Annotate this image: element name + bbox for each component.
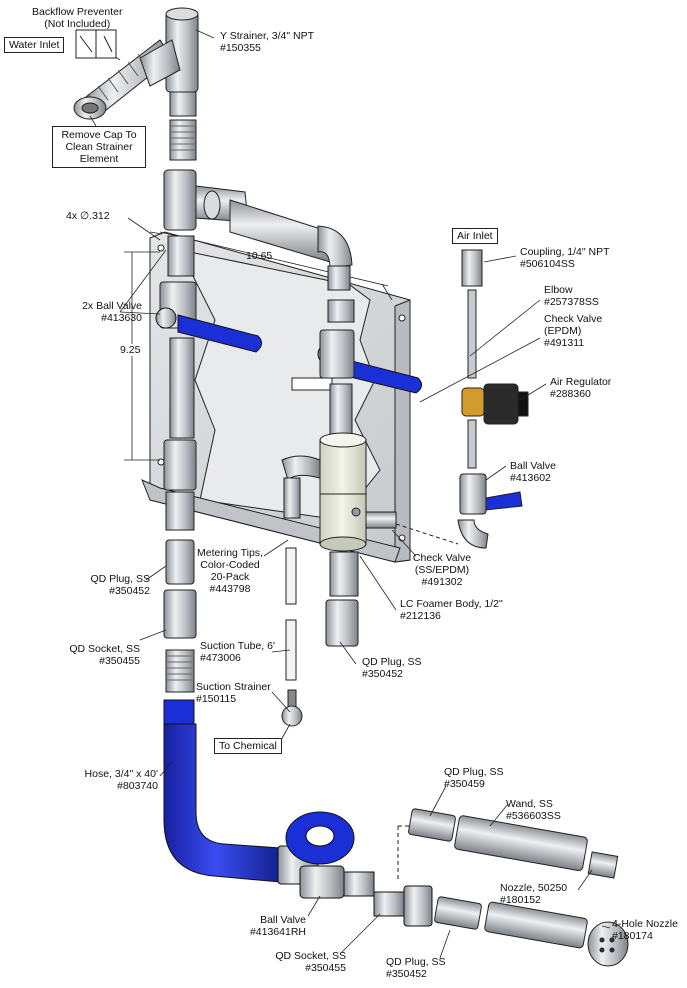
- dim-hole: 4x ∅.312: [66, 210, 110, 222]
- label-air-inlet: Air Inlet: [452, 228, 498, 244]
- air-line: [395, 249, 529, 549]
- right-water-column: [319, 299, 355, 441]
- foamer-body: [281, 432, 397, 647]
- label-air-regulator: Air Regulator #288360: [550, 376, 612, 400]
- label-ball-valve-2x: 2x Ball Valve #413630: [82, 300, 142, 324]
- y-strainer: [139, 7, 199, 161]
- dim-height: 9.25: [120, 344, 141, 356]
- label-qd-plug-wand: QD Plug, SS #350459: [444, 766, 504, 790]
- water-pipe-column: [159, 169, 353, 693]
- label-water-inlet: Water Inlet: [4, 37, 65, 53]
- label-check-valve-epdm: Check Valve (EPDM) #491311: [544, 313, 603, 349]
- label-qd-plug-2: QD Plug, SS #350452: [362, 656, 422, 680]
- note-remove-cap: Remove Cap To Clean Strainer Element: [52, 126, 146, 168]
- label-elbow: Elbow #257378SS: [544, 284, 599, 308]
- label-suction-tube: Suction Tube, 6' #473006: [200, 640, 275, 664]
- label-qd-plug-1: QD Plug, SS #350452: [90, 573, 150, 597]
- label-lc-foamer: LC Foamer Body, 1/2" #212136: [400, 598, 503, 622]
- label-suction-strainer: Suction Strainer #150115: [196, 681, 271, 705]
- label-qd-socket-2: QD Socket, SS #350455: [275, 950, 346, 974]
- label-check-valve-ss: Check Valve (SS/EPDM) #491302: [412, 552, 472, 588]
- label-coupling: Coupling, 1/4" NPT #506104SS: [520, 246, 610, 270]
- label-hose: Hose, 3/4" x 40' #803740: [84, 768, 158, 792]
- label-wand: Wand, SS #536603SS: [506, 798, 561, 822]
- label-backflow-preventer: Backflow Preventer (Not Included): [32, 6, 123, 30]
- suction-tube-assembly: [281, 547, 303, 727]
- dim-width: 10.65: [246, 250, 273, 262]
- label-four-hole-nozzle: 4-Hole Nozzle #180174: [612, 918, 678, 942]
- lower-wand: [434, 896, 629, 967]
- wand-ball-valve: [285, 811, 433, 927]
- label-y-strainer: Y Strainer, 3/4" NPT #150355: [220, 30, 314, 54]
- label-nozzle: Nozzle, 50250 #180152: [500, 882, 568, 906]
- label-qd-plug-3: QD Plug, SS #350452: [386, 956, 446, 980]
- backflow-symbol: [75, 29, 117, 59]
- label-metering-tips: Metering Tips, Color-Coded 20-Pack #4437…: [197, 547, 263, 595]
- label-ball-valve-rh: Ball Valve #413641RH: [249, 914, 306, 938]
- label-qd-socket-1: QD Socket, SS #350455: [69, 643, 140, 667]
- hose: [163, 699, 319, 885]
- leader-lines: [89, 29, 611, 959]
- wand-assembly: [397, 808, 619, 880]
- label-to-chemical: To Chemical: [214, 738, 282, 754]
- label-ball-valve-air: Ball Valve #413602: [510, 460, 556, 484]
